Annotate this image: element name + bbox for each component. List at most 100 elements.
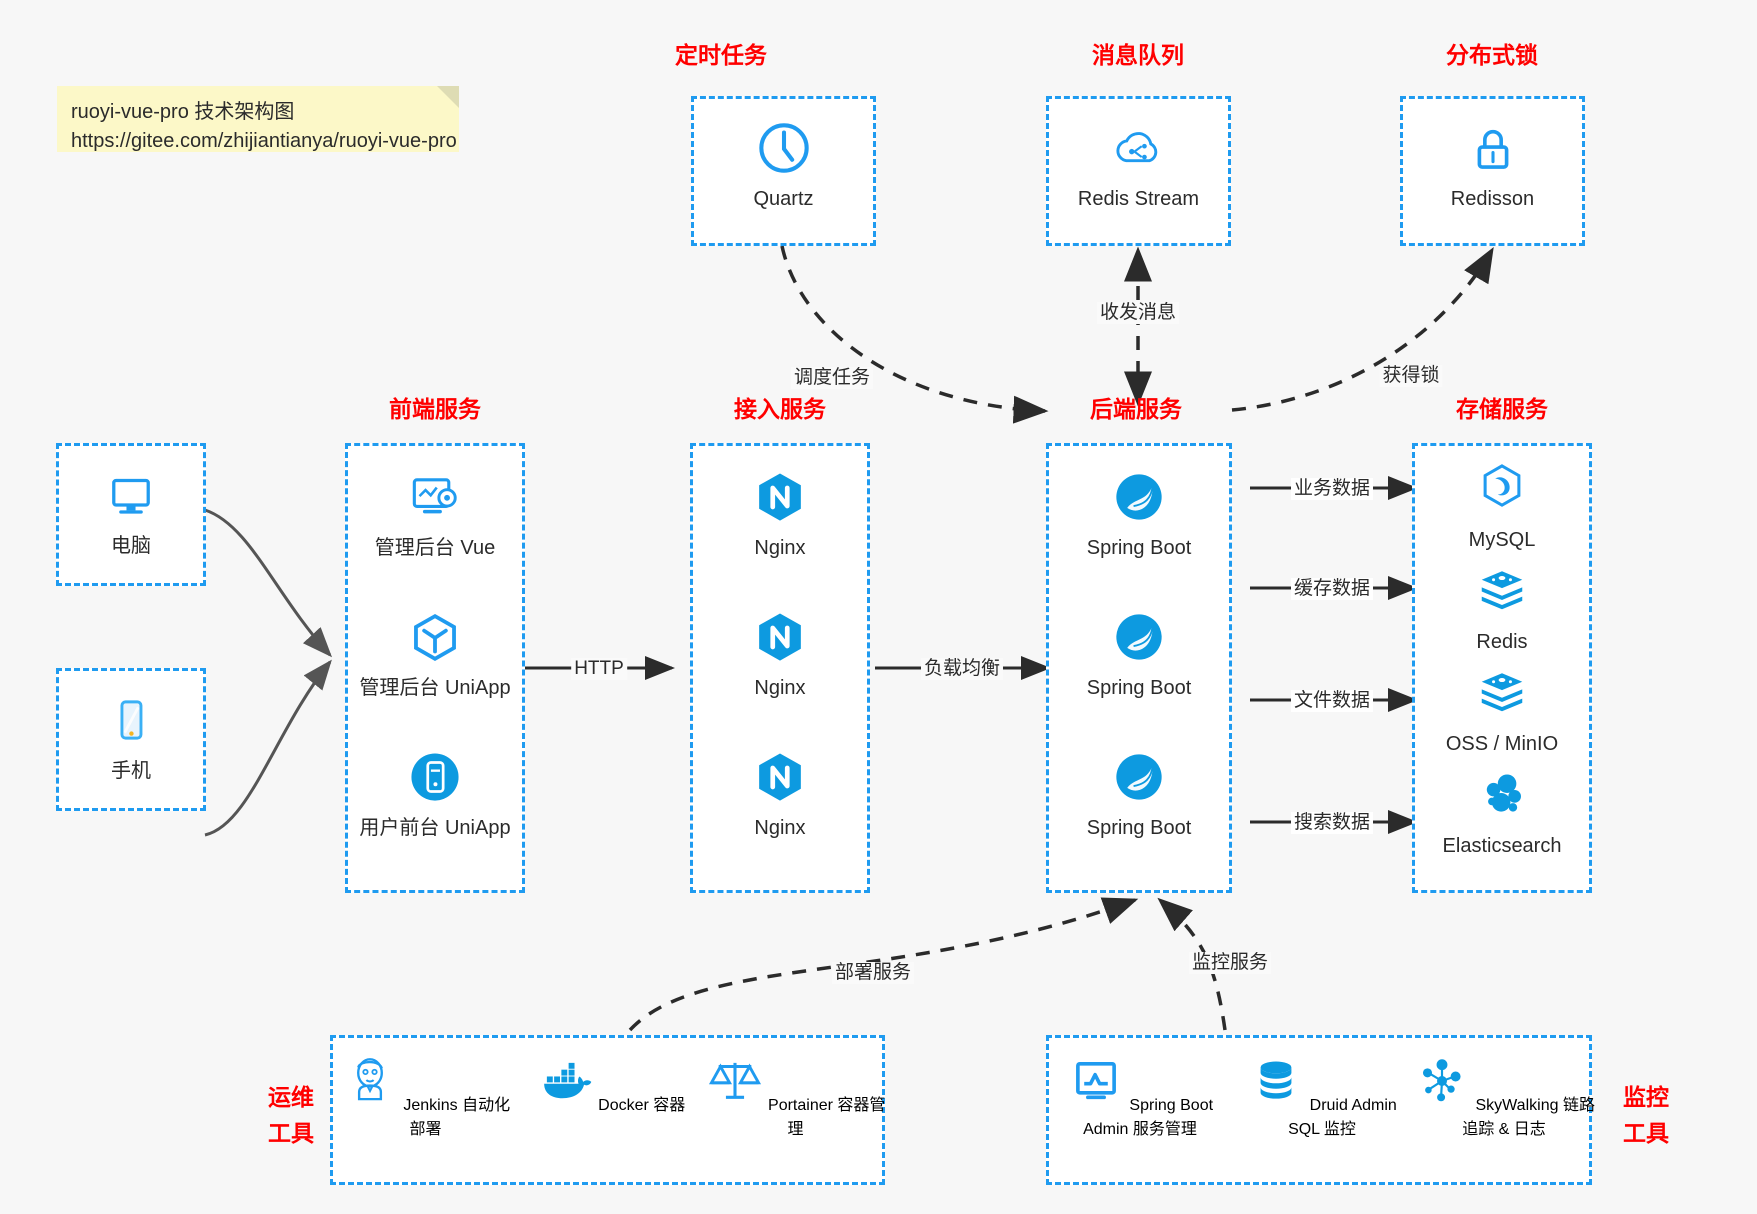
- edge-label-send-receive-message: 收发消息: [1096, 302, 1180, 324]
- nginx-icon: [693, 608, 867, 670]
- node-nginx-1[interactable]: Nginx: [693, 468, 867, 561]
- mobile-circle-icon: [348, 748, 522, 810]
- node-springboot-1[interactable]: Spring Boot: [1049, 468, 1229, 561]
- group-box-storage: MySQL Redis: [1412, 443, 1592, 893]
- node-docker[interactable]: Docker 容器: [518, 1052, 703, 1115]
- node-label-springboot-3: Spring Boot: [1086, 817, 1192, 839]
- edge-label-deploy-service: 部署服务: [831, 962, 915, 984]
- node-desktop[interactable]: 电脑: [59, 466, 203, 559]
- spring-icon: [1049, 748, 1229, 810]
- node-label-oss-minio: OSS / MinIO: [1445, 733, 1559, 755]
- node-spring-boot-admin[interactable]: Spring Boot Admin 服务管理: [1049, 1052, 1231, 1139]
- node-user-uniapp[interactable]: 用户前台 UniApp: [348, 748, 522, 841]
- group-box-lock: Redisson: [1400, 96, 1585, 246]
- monitor-chart-icon: [1067, 1061, 1129, 1114]
- group-box-client-desktop: 电脑: [56, 443, 206, 586]
- redis-icon: [1415, 664, 1589, 726]
- node-jenkins[interactable]: Jenkins 自动化部署: [333, 1052, 518, 1139]
- node-label-redis: Redis: [1476, 631, 1528, 653]
- group-title-frontend: 前端服务: [389, 396, 481, 422]
- node-sublabel-jenkins: 自动化部署: [409, 1097, 511, 1138]
- docker-icon: [536, 1062, 598, 1114]
- node-label-nginx-1: Nginx: [754, 537, 806, 559]
- edge-label-http: HTTP: [571, 658, 627, 680]
- group-title-gateway: 接入服务: [734, 396, 826, 422]
- skywalking-icon: [1413, 1059, 1475, 1114]
- dashboard-settings-icon: [348, 468, 522, 530]
- note-title: ruoyi-vue-pro 技术架构图: [71, 101, 295, 123]
- node-label-admin-vue: 管理后台 Vue: [374, 537, 496, 559]
- node-phone[interactable]: 手机: [59, 691, 203, 784]
- spring-icon: [1049, 608, 1229, 670]
- node-sublabel-druid-admin: SQL 监控: [1288, 1121, 1356, 1138]
- lock-icon: [1403, 119, 1582, 181]
- group-title-mq: 消息队列: [1092, 42, 1184, 68]
- edge-label-cache-data: 缓存数据: [1290, 578, 1374, 600]
- node-nginx-3[interactable]: Nginx: [693, 748, 867, 841]
- group-box-devops: Jenkins 自动化部署 Docker: [330, 1035, 885, 1185]
- group-box-backend: Spring Boot Spring Boot Spring Boot: [1046, 443, 1232, 893]
- node-label-quartz: Quartz: [753, 188, 814, 210]
- node-druid-admin[interactable]: Druid Admin SQL 监控: [1231, 1052, 1413, 1139]
- node-label-druid-admin: Druid Admin: [1309, 1097, 1397, 1114]
- node-label-desktop: 电脑: [111, 535, 151, 557]
- nginx-icon: [693, 468, 867, 530]
- node-label-springboot-1: Spring Boot: [1086, 537, 1192, 559]
- scales-icon: [706, 1062, 768, 1114]
- node-sublabel-spring-boot-admin: 服务管理: [1132, 1121, 1197, 1138]
- elasticsearch-icon: [1415, 766, 1589, 828]
- node-label-jenkins: Jenkins: [403, 1097, 458, 1114]
- group-title-devops-line2: 工具: [268, 1120, 314, 1146]
- group-title-storage: 存储服务: [1456, 396, 1548, 422]
- node-nginx-2[interactable]: Nginx: [693, 608, 867, 701]
- node-redis-stream[interactable]: Redis Stream: [1049, 119, 1228, 212]
- group-box-mq: Redis Stream: [1046, 96, 1231, 246]
- group-title-backend: 后端服务: [1090, 396, 1182, 422]
- node-skywalking[interactable]: SkyWalking 链路追踪 & 日志: [1413, 1052, 1595, 1139]
- spring-icon: [1049, 468, 1229, 530]
- nginx-icon: [693, 748, 867, 810]
- node-label-nginx-2: Nginx: [754, 677, 806, 699]
- edge-label-search-data: 搜索数据: [1290, 812, 1374, 834]
- node-admin-uniapp[interactable]: 管理后台 UniApp: [348, 608, 522, 701]
- edge-label-acquire-lock: 获得锁: [1379, 365, 1443, 387]
- node-label-spring-boot-admin: Spring Boot Admin: [1083, 1097, 1214, 1138]
- node-elasticsearch[interactable]: Elasticsearch: [1415, 766, 1589, 859]
- edge-desktop-to-frontend: [204, 508, 333, 658]
- node-label-user-uniapp: 用户前台 UniApp: [359, 817, 511, 839]
- node-oss-minio[interactable]: OSS / MinIO: [1415, 664, 1589, 757]
- cloud-stream-icon: [1049, 119, 1228, 181]
- group-box-monitor: Spring Boot Admin 服务管理 Druid Admin SQL 监…: [1046, 1035, 1595, 1185]
- edge-label-load-balance: 负载均衡: [920, 658, 1004, 680]
- node-springboot-2[interactable]: Spring Boot: [1049, 608, 1229, 701]
- node-sublabel-portainer: 容器管理: [787, 1097, 886, 1138]
- edge-phone-to-frontend: [204, 659, 332, 837]
- group-title-monitor: 监控 工具: [1613, 1079, 1679, 1151]
- edge-backend-to-redisson: [1231, 246, 1494, 412]
- node-label-elasticsearch: Elasticsearch: [1442, 835, 1562, 857]
- node-admin-vue[interactable]: 管理后台 Vue: [348, 468, 522, 561]
- node-springboot-3[interactable]: Spring Boot: [1049, 748, 1229, 841]
- group-title-monitor-line2: 工具: [1623, 1120, 1669, 1146]
- node-redisson[interactable]: Redisson: [1403, 119, 1582, 212]
- cube-icon: [348, 608, 522, 670]
- node-label-admin-uniapp: 管理后台 UniApp: [359, 677, 511, 699]
- group-title-devops: 运维 工具: [258, 1079, 324, 1151]
- mysql-icon: [1415, 460, 1589, 522]
- edge-label-file-data: 文件数据: [1290, 690, 1374, 712]
- node-redis[interactable]: Redis: [1415, 562, 1589, 655]
- node-mysql[interactable]: MySQL: [1415, 460, 1589, 553]
- redis-icon: [1415, 562, 1589, 624]
- node-label-skywalking: SkyWalking: [1475, 1097, 1559, 1114]
- node-sublabel-docker: 容器: [653, 1097, 686, 1114]
- note-url: https://gitee.com/zhijiantianya/ruoyi-vu…: [71, 130, 457, 152]
- jenkins-icon: [341, 1058, 403, 1114]
- group-box-scheduler: Quartz: [691, 96, 876, 246]
- node-label-portainer: Portainer: [768, 1097, 833, 1114]
- group-title-scheduler: 定时任务: [675, 42, 767, 68]
- edge-label-business-data: 业务数据: [1290, 478, 1374, 500]
- node-portainer[interactable]: Portainer 容器管理: [703, 1052, 888, 1139]
- group-box-client-phone: 手机: [56, 668, 206, 811]
- node-quartz[interactable]: Quartz: [694, 119, 873, 212]
